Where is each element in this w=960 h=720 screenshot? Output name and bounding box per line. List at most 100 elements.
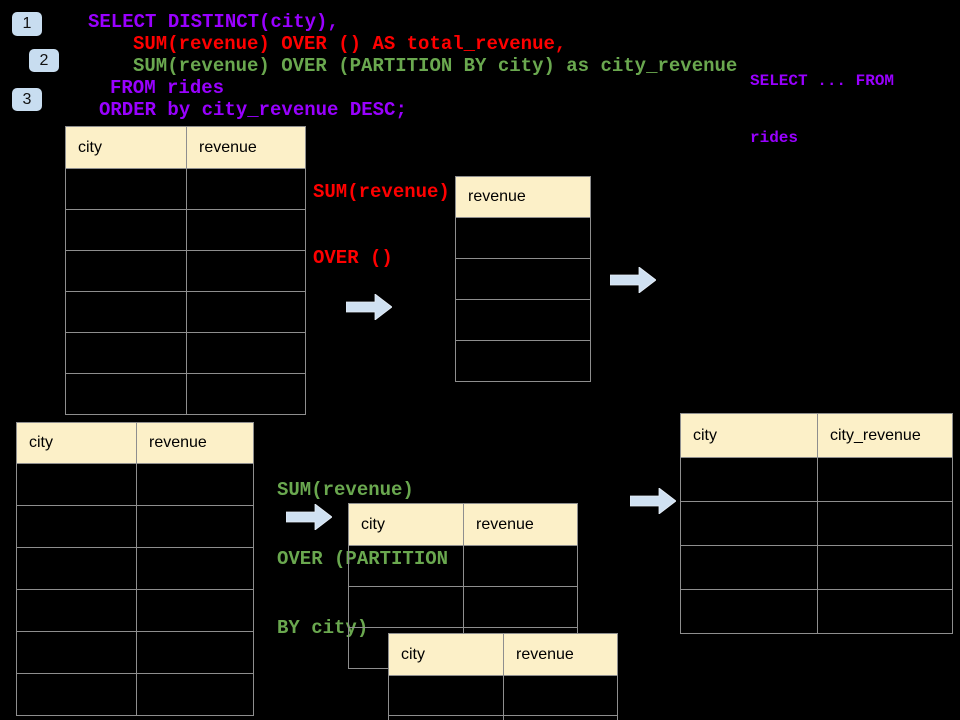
table-cell-empty [817,457,953,502]
table-cell-empty [186,291,306,333]
table-cell-empty [65,209,187,251]
table-cell-empty [186,332,306,374]
table-row [680,589,953,634]
table-row [455,340,591,382]
annotation-select-from-rides: SELECT ... FROM rides [750,34,894,186]
table-cell-empty [136,589,254,632]
table-row [65,291,306,333]
table-row [16,463,254,506]
table-cell-empty [65,291,187,333]
table-cell-empty [136,505,254,548]
annotation-line: OVER () [313,247,393,269]
annotation-line: SELECT ... FROM [750,72,895,90]
column-header-revenue: revenue [463,503,578,546]
column-header-city: city [16,422,137,464]
table-cell-empty [455,217,591,259]
column-header-city: city [388,633,504,676]
annotation-line: SUM(revenue) [277,479,414,501]
table-cell-empty [455,258,591,300]
table-cell-empty [348,545,464,587]
table-row [65,209,306,251]
table-row [455,299,591,341]
annotation-line: SUM(revenue) [313,181,450,203]
table-cell-empty [186,209,306,251]
table-cell-empty [817,545,953,590]
table-cell-empty [16,505,137,548]
table-cell-empty [16,673,137,716]
table-cell-empty [136,463,254,506]
table-cell-empty [680,457,818,502]
table-row [680,545,953,590]
table-source-rides-top: city revenue [65,126,306,415]
table-cell-empty [463,586,578,628]
table-row [680,457,953,502]
table-city-revenue-result: city city_revenue [680,413,953,634]
table-row [65,250,306,292]
column-header-city: city [680,413,818,458]
table-cell-empty [680,589,818,634]
table-row [16,505,254,548]
table-cell-empty [186,373,306,415]
sql-line-partition: SUM(revenue) OVER (PARTITION BY city) as… [133,55,738,77]
table-cell-empty [503,715,618,720]
table-row [16,547,254,590]
table-cell-empty [817,501,953,546]
flow-arrow-icon [346,294,392,320]
sql-line-order-by: ORDER by city_revenue DESC; [99,99,407,121]
table-row [65,332,306,374]
table-cell-empty [388,675,504,716]
table-cell-empty [136,631,254,674]
table-cell-empty [16,631,137,674]
table-cell-empty [186,250,306,292]
table-cell-empty [65,332,187,374]
table-row [455,258,591,300]
step-badge-2: 2 [29,49,59,72]
column-header-revenue: revenue [136,422,254,464]
table-row [16,631,254,674]
table-cell-empty [455,340,591,382]
table-row [16,673,254,716]
step-badge-3: 3 [12,88,42,111]
flow-arrow-icon [630,488,676,514]
column-header-city-revenue: city_revenue [817,413,953,458]
column-header-city: city [65,126,187,169]
table-cell-empty [680,545,818,590]
table-cell-empty [65,168,187,210]
table-cell-empty [16,463,137,506]
table-cell-empty [136,547,254,590]
column-header-revenue: revenue [186,126,306,169]
table-row [65,373,306,415]
table-source-rides-bottom: city revenue [16,422,254,716]
column-header-city: city [348,503,464,546]
annotation-sum-over: SUM(revenue) OVER () [313,137,450,313]
sql-line-from: FROM rides [110,77,225,99]
table-cell-empty [186,168,306,210]
table-cell-empty [348,586,464,628]
table-cell-empty [388,715,504,720]
table-cell-empty [463,545,578,587]
table-cell-empty [16,547,137,590]
step-badge-1: 1 [12,12,42,36]
column-header-revenue: revenue [455,176,591,218]
table-cell-empty [16,589,137,632]
table-partition-group-overlap: city revenue [388,633,618,720]
table-cell-empty [817,589,953,634]
table-cell-empty [65,250,187,292]
table-row [388,675,618,716]
table-cell-empty [680,501,818,546]
table-cell-empty [503,675,618,716]
table-row [348,545,578,587]
annotation-line: rides [750,129,799,147]
sql-line-select: SELECT DISTINCT(city), [88,11,339,33]
table-total-revenue-result: revenue [455,176,591,382]
column-header-revenue: revenue [503,633,618,676]
table-row [388,715,618,720]
table-row [16,589,254,632]
table-cell-empty [136,673,254,716]
table-row [455,217,591,259]
table-row [680,501,953,546]
table-row [65,168,306,210]
table-row [348,586,578,628]
table-cell-empty [65,373,187,415]
